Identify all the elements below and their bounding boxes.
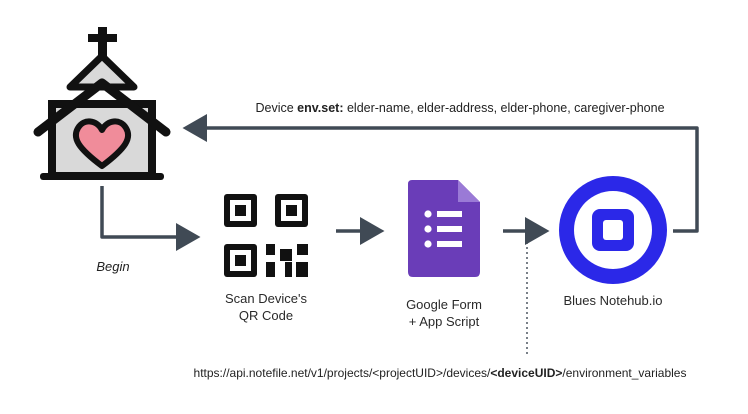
qr-node-label-line2: QR Code (238, 308, 294, 323)
google-form-icon (408, 180, 480, 277)
church-cross-vertical (98, 27, 107, 59)
notehub-node-label: Blues Notehub.io (563, 293, 663, 308)
church-heart (72, 118, 132, 169)
form-node-label-line2: + App Script (408, 314, 480, 329)
church-roof (33, 78, 171, 137)
begin-arrow (100, 186, 201, 251)
church-heart-icon (33, 27, 171, 180)
env-set-label: Device env.set: elder-name, elder-addres… (255, 101, 665, 115)
qr-code-icon (224, 194, 308, 277)
church-base (40, 173, 164, 180)
qr-node-label-line1: Scan Device's (225, 291, 307, 306)
api-url-label: https://api.notefile.net/v1/projects/<pr… (193, 366, 687, 380)
env-set-return-arrow (182, 114, 699, 233)
begin-label: Begin (96, 259, 130, 274)
qr-node-label: Scan Device's QR Code (206, 290, 326, 324)
form-node-label: Google Form + App Script (384, 296, 504, 330)
form-node-label-line1: Google Form (406, 297, 482, 312)
church-cross-horizontal (88, 34, 117, 42)
notehub-logo-icon (559, 176, 667, 284)
